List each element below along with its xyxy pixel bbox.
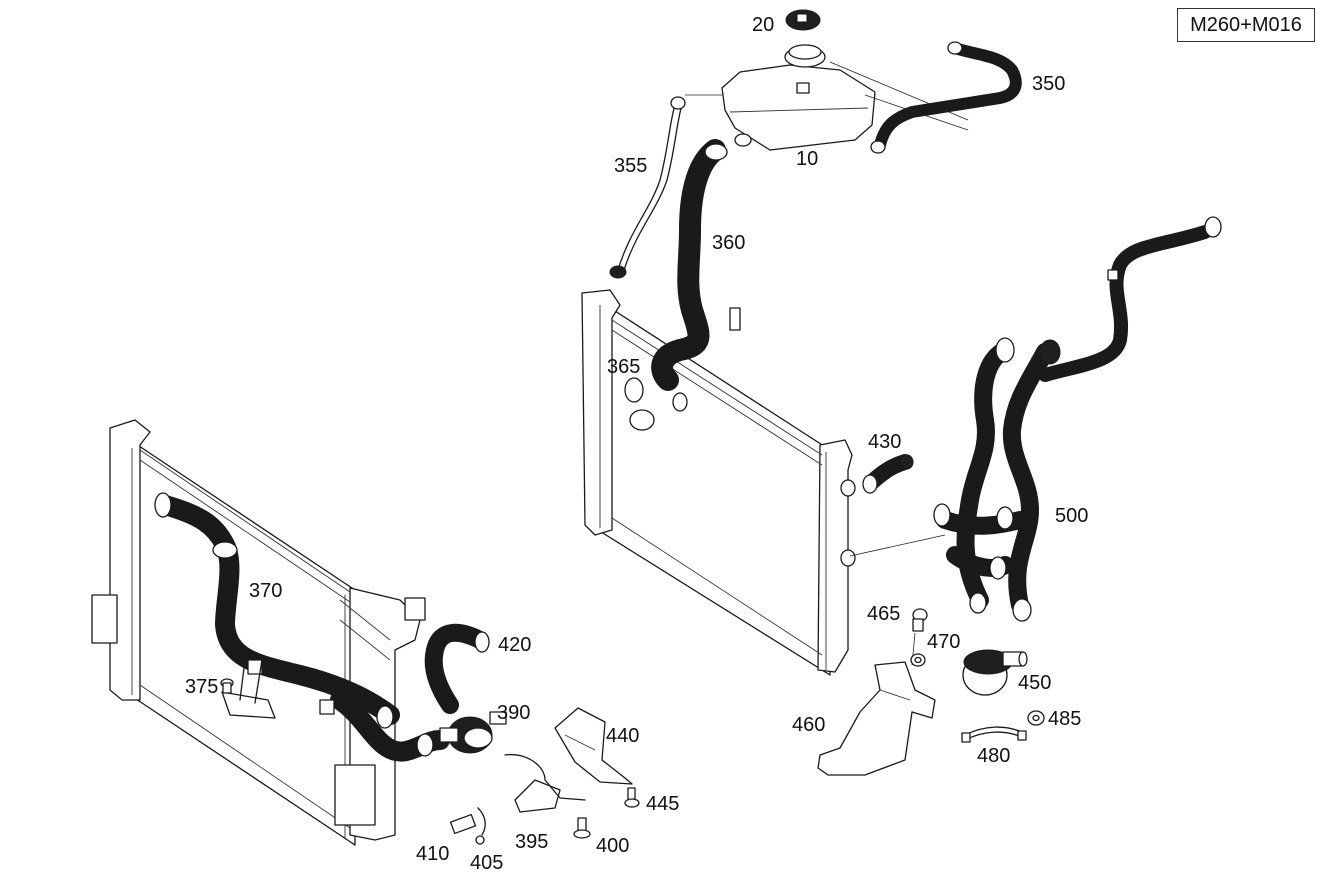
callout-375: 375 [185,676,218,698]
line-355 [609,94,722,279]
main-radiator [581,289,856,676]
shield-440 [554,707,633,785]
engine-variant-label: M260+M016 [1177,8,1315,42]
callout-480: 480 [977,745,1010,767]
bracket-395 [504,753,586,813]
nut-470 [910,653,926,667]
callout-350: 350 [1032,73,1065,95]
bolt-400 [573,817,591,839]
callout-360: 360 [712,232,745,254]
callout-400: 400 [596,835,629,857]
callout-465: 465 [867,603,900,625]
hose-assembly-500 [849,216,1222,622]
callout-500: 500 [1055,505,1088,527]
left-radiator [91,419,426,846]
hose-420 [424,623,490,714]
bolt-445 [624,787,640,808]
callout-485: 485 [1048,708,1081,730]
pump-450 [962,649,1028,696]
connector-410 [449,813,477,835]
callout-420: 420 [498,634,531,656]
hose-360 [651,139,741,391]
callout-365: 365 [607,356,640,378]
cap-20 [785,9,821,31]
clip-405 [475,807,486,845]
bracket-375 [220,659,276,719]
callout-440: 440 [606,725,639,747]
strap-480 [961,726,1027,743]
pump-390 [439,711,507,754]
callout-labels: 20 10 350 355 360 365 430 500 370 465 47… [185,14,1088,874]
callout-10: 10 [796,148,818,170]
hose-430 [862,454,914,494]
callout-430: 430 [868,431,901,453]
callout-20: 20 [752,14,774,36]
callout-470: 470 [927,631,960,653]
hose-370 [154,492,450,762]
callout-450: 450 [1018,672,1051,694]
hose-350 [829,41,1022,154]
expansion-tank-10 [721,44,876,151]
callout-395: 395 [515,831,548,853]
clamp-365 [624,377,688,431]
callout-445: 445 [646,793,679,815]
callout-460: 460 [792,714,825,736]
callout-370: 370 [249,580,282,602]
bracket-460 [817,661,936,776]
callout-355: 355 [614,155,647,177]
callout-410: 410 [416,843,449,865]
callout-390: 390 [497,702,530,724]
nut-485 [1027,710,1045,726]
callout-405: 405 [470,852,503,874]
